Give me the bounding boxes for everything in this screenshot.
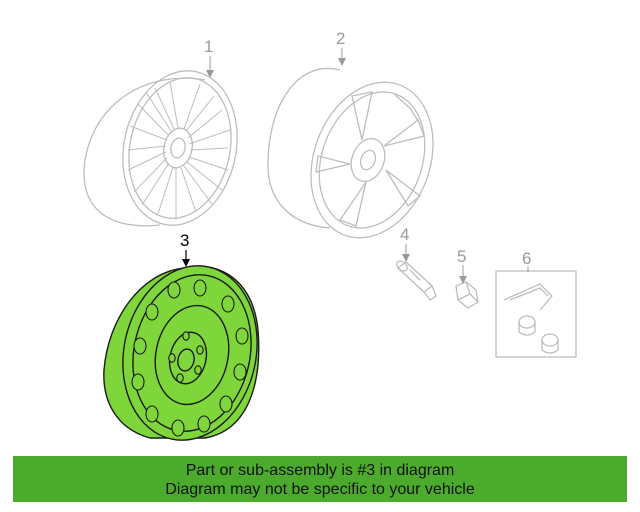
valve-stem-illustration — [396, 260, 437, 301]
callout-6: 6 — [522, 249, 531, 268]
wheel-1-illustration — [83, 70, 238, 227]
callout-4: 4 — [400, 225, 409, 244]
banner-line-1: Part or sub-assembly is #3 in diagram — [185, 462, 455, 479]
parts-diagram: 1 2 3 4 5 6 — [83, 29, 577, 441]
banner-line-2: Diagram may not be specific to your vehi… — [165, 481, 475, 498]
callout-2: 2 — [336, 29, 345, 48]
spare-wheel-illustration — [103, 265, 260, 441]
lug-nut-illustration — [455, 281, 479, 309]
diagram-info-banner: Part or sub-assembly is #3 in diagram Di… — [13, 456, 627, 502]
wheel-lock-kit-illustration — [495, 270, 577, 358]
callout-3: 3 — [180, 231, 189, 250]
callout-5: 5 — [457, 247, 466, 266]
callout-leaders — [182, 48, 529, 284]
wheel-2-illustration — [267, 67, 434, 239]
callout-1: 1 — [204, 37, 213, 56]
